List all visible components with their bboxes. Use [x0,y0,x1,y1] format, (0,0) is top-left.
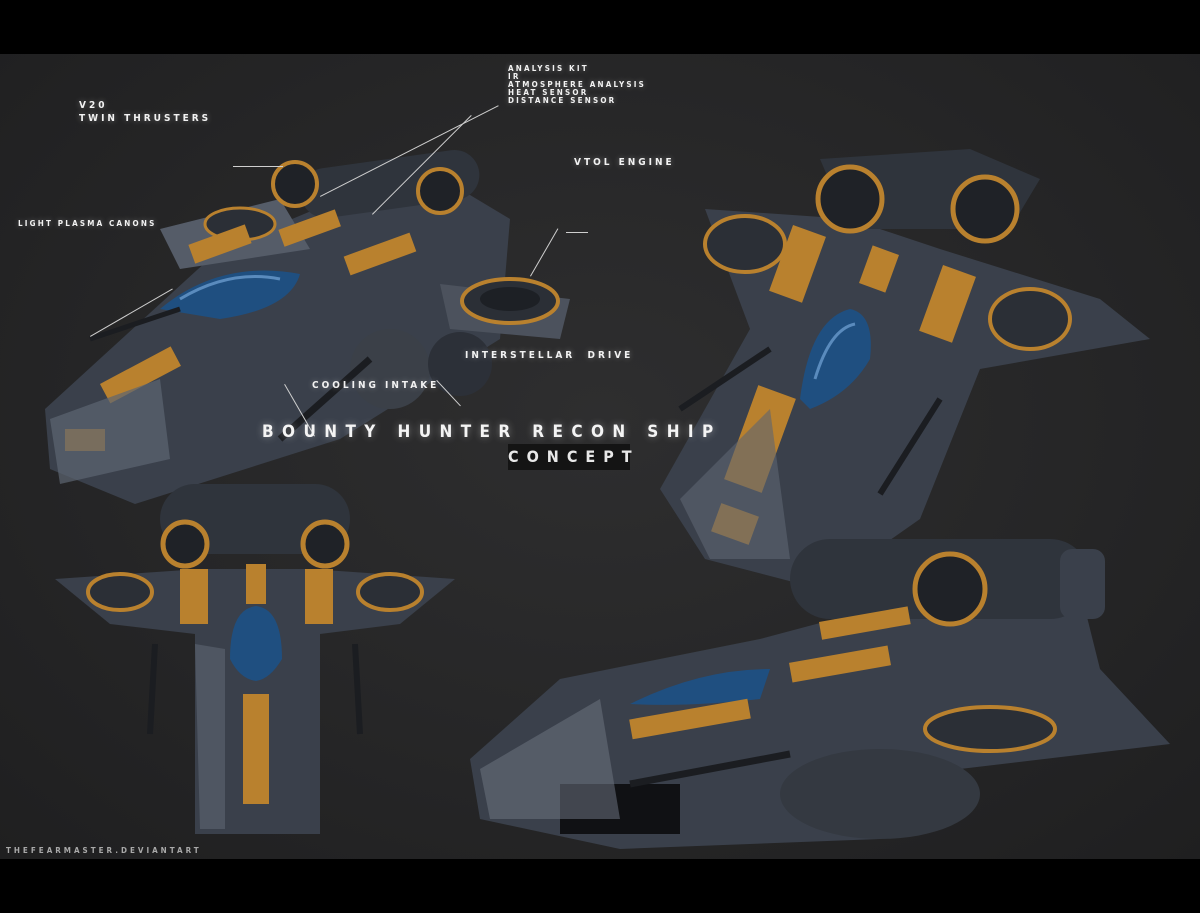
ship-view-side [470,539,1170,849]
label-analysis-kit-list: ANALYSIS KIT IR ATMOSPHERE ANALYSIS HEAT… [508,65,646,105]
ship-view-top-angled [660,149,1150,589]
label-analysis-kit: ANALYSIS KIT [508,64,589,73]
label-vtol-engine: VTOL ENGINE [574,157,675,168]
artwork-canvas [0,54,1200,859]
artwork-title: BOUNTY HUNTER RECON SHIP [262,422,722,442]
ship-view-perspective [45,149,570,504]
label-thrusters-model: V20 [79,100,108,111]
label-twin-thrusters: TWIN THRUSTERS [79,113,212,124]
label-atmosphere-analysis: ATMOSPHERE ANALYSIS [508,80,647,89]
label-light-plasma-canons: LIGHT PLASMA CANONS [18,219,157,228]
leader-line-vtol-bracket [566,232,588,233]
leader-line-thrusters [233,166,283,167]
label-ir: IR [508,72,521,81]
label-heat-sensor: HEAT SENSOR [508,88,589,97]
label-cooling-intake: COOLING INTAKE [312,380,440,391]
artist-watermark: THEFEARMASTER.DEVIANTART [6,846,202,855]
label-distance-sensor: DISTANCE SENSOR [508,96,617,105]
label-interstellar-drive: INTERSTELLAR DRIVE [465,350,634,361]
artwork-subtitle-badge: CONCEPT [508,444,632,470]
ship-view-top-down [55,484,455,834]
